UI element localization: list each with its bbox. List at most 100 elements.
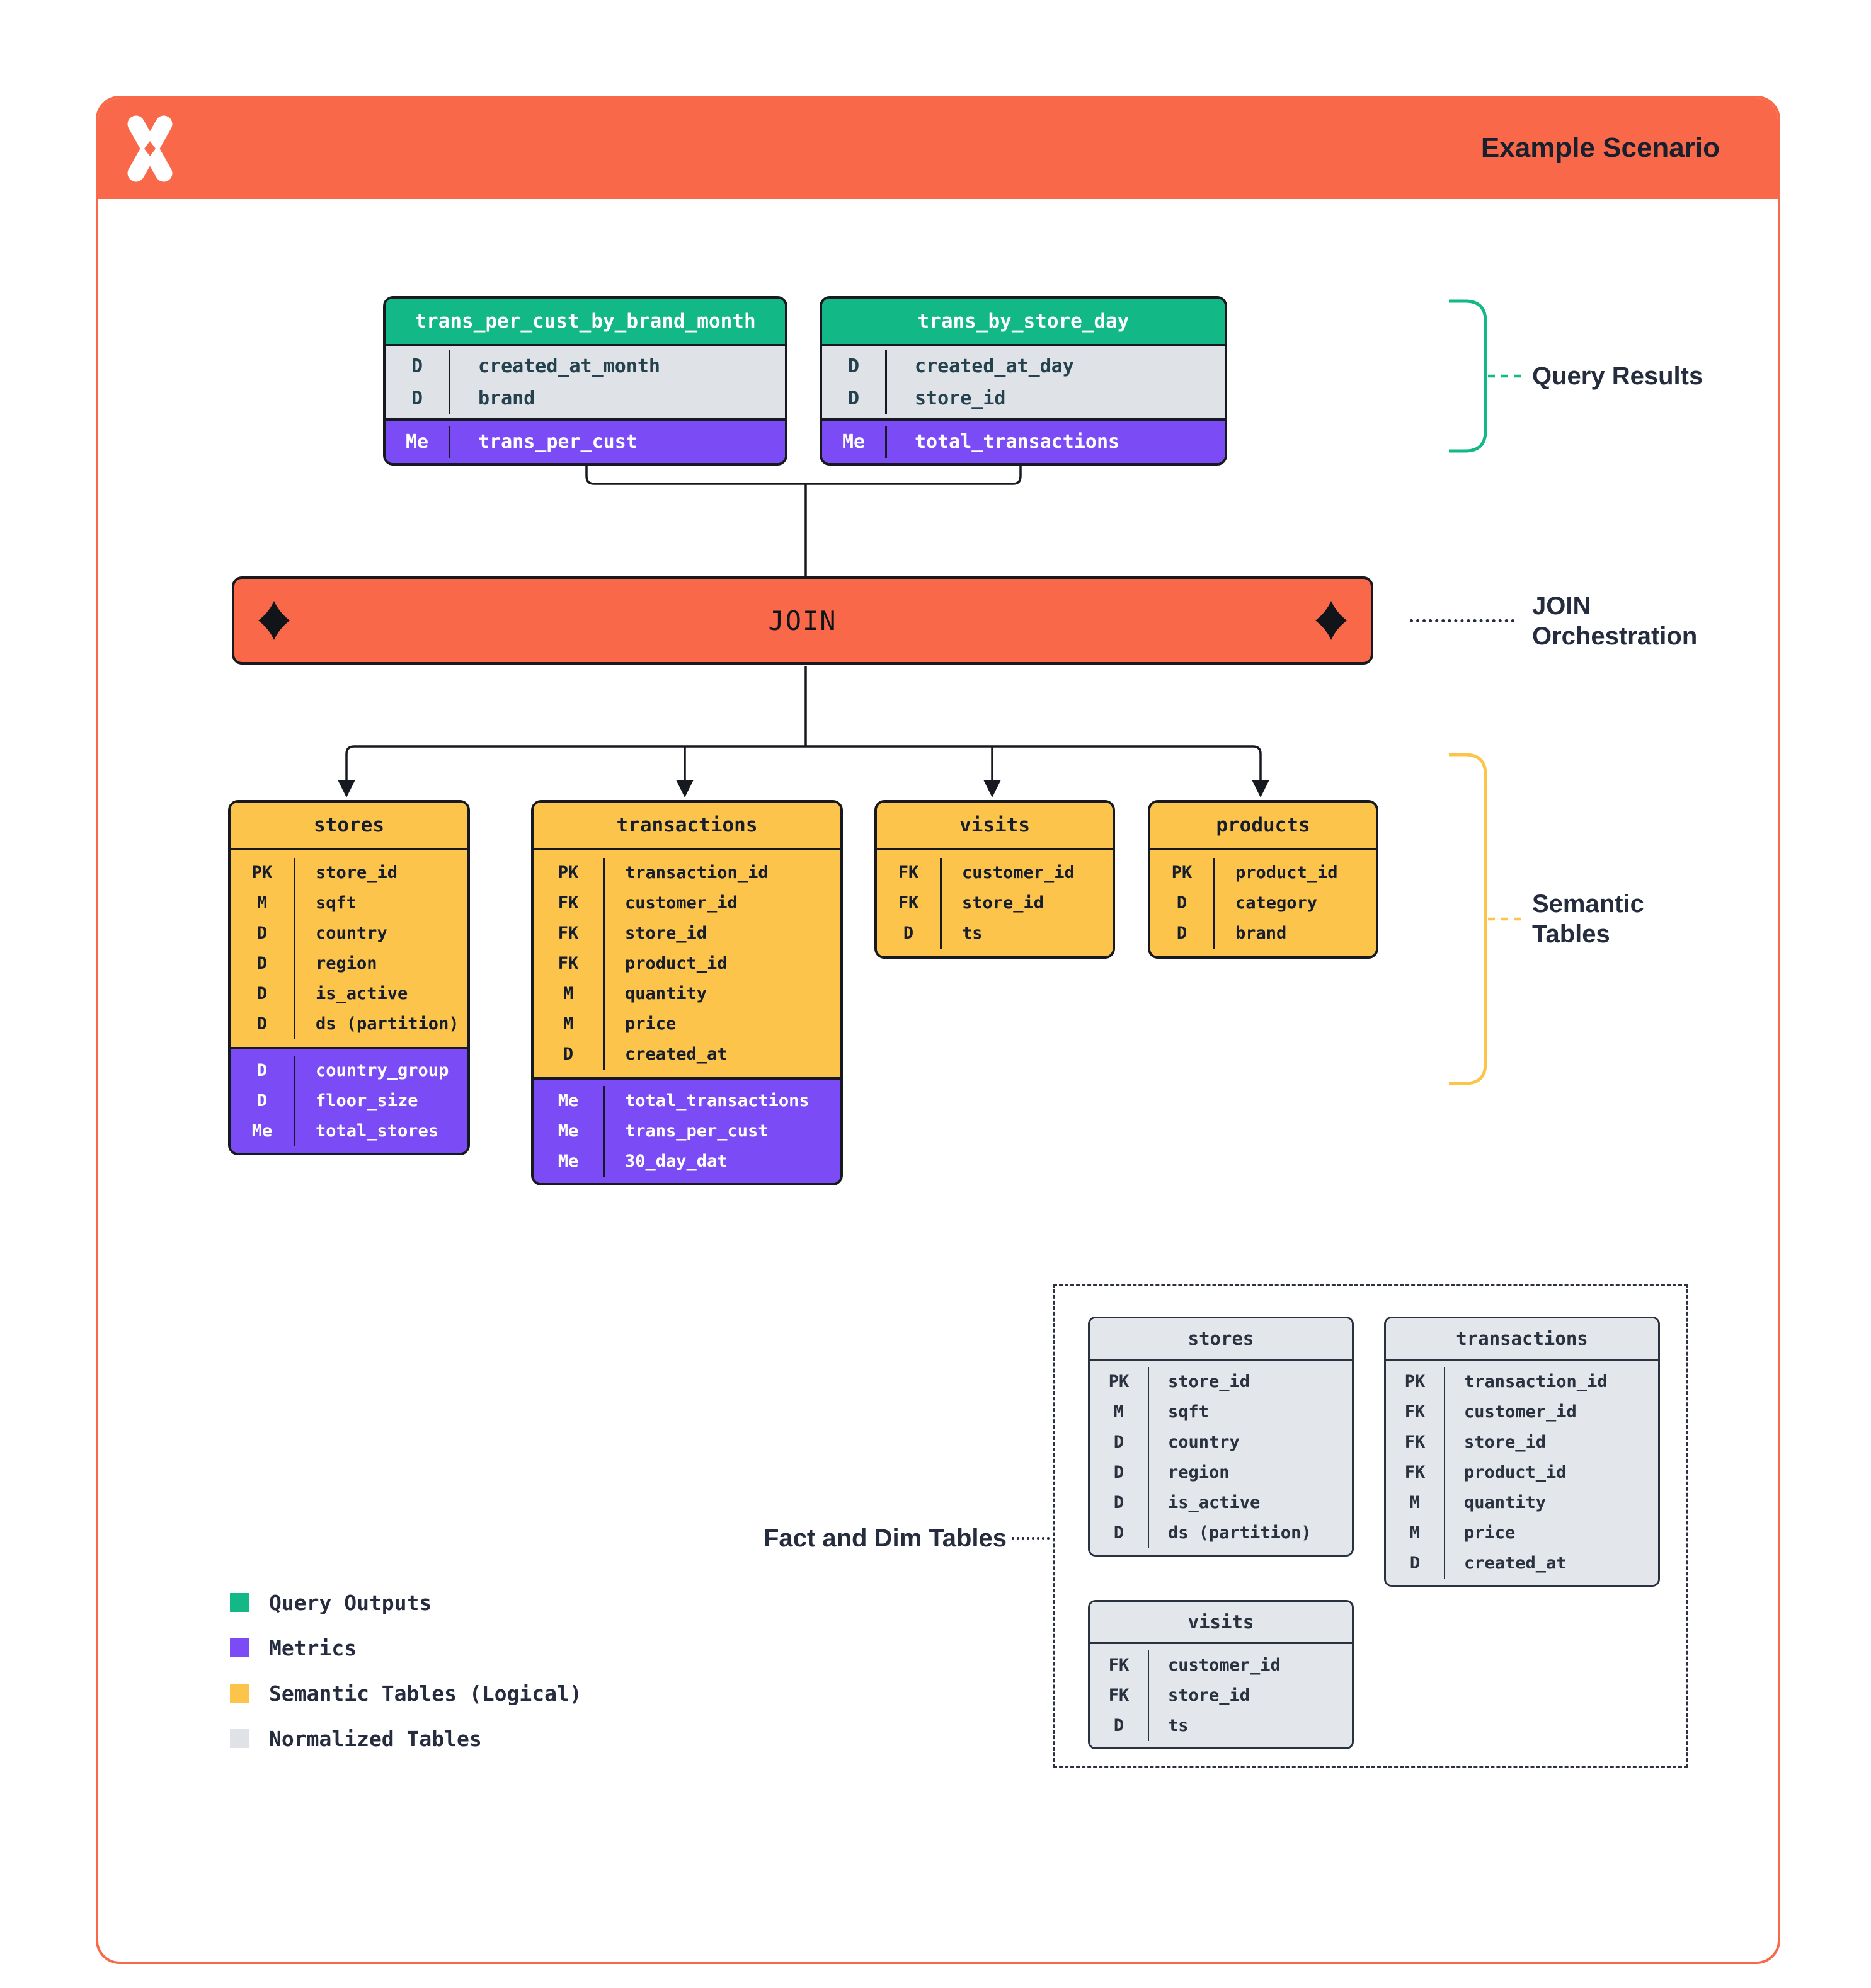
table-title: stores [231,803,467,850]
join-orchestration-connector [1410,619,1514,622]
row-value: customer_id [962,863,1075,883]
dimension-rows: D D created_at_day store_id [822,346,1225,418]
key-column: FK FK D [1090,1650,1149,1741]
row-key: D [256,923,268,943]
row-value: transaction_id [1464,1372,1608,1391]
legend-swatch-purple [230,1638,249,1657]
semantic-table-stores: stores PK M D D D D store_id sqft countr… [228,800,470,1155]
brand-x-logo-icon [127,115,173,182]
field-rows: PK M D D D D store_id sqft country regio… [1090,1361,1352,1555]
value-column: customer_id store_id ts [1149,1650,1352,1741]
join-orchestration-line1: JOIN [1532,592,1591,620]
row-key: D [256,1061,268,1080]
row-key: FK [558,923,579,943]
row-value: trans_per_cust [625,1121,769,1141]
row-value: sqft [316,893,357,913]
row-key: PK [1171,863,1193,883]
row-value: country [316,923,387,943]
row-value: customer_id [625,893,738,913]
row-key: D [256,1014,268,1034]
row-key: PK [1108,1372,1130,1391]
value-column: total_transactions trans_per_cust 30_day… [605,1086,840,1177]
query-results-label: Query Results [1532,362,1703,390]
key-column: Me [822,426,887,458]
normalized-table-visits: visits FK FK D customer_id store_id ts [1088,1600,1354,1749]
row-key: M [1409,1493,1421,1512]
table-title: visits [877,803,1113,850]
fact-dim-tables-label: Fact and Dim Tables [763,1524,1007,1552]
row-key: PK [558,863,579,883]
row-key: D [411,387,423,409]
dimension-rows: D D created_at_month brand [386,346,785,418]
row-value: store_id [1464,1432,1547,1452]
semantic-table-transactions: transactions PK FK FK FK M M D transacti… [531,800,843,1185]
row-key: FK [1108,1686,1130,1705]
row-key: Me [558,1091,579,1111]
key-column: PK FK FK FK M M D [1386,1367,1445,1579]
row-value: 30_day_dat [625,1151,728,1171]
key-column: PK M D D D D [231,858,295,1039]
row-value: transaction_id [625,863,769,883]
legend-label: Normalized Tables [269,1726,482,1751]
row-key: Me [842,431,866,453]
field-rows: PK FK FK FK M M D transaction_id custome… [1386,1361,1658,1585]
table-title: transactions [1386,1318,1658,1361]
row-key: Me [558,1121,579,1141]
row-key: Me [251,1121,273,1141]
sparkle-diamond-icon [258,601,290,640]
legend-item-metrics: Metrics [230,1636,357,1660]
join-orchestration-line2: Orchestration [1532,622,1698,650]
row-key: D [256,984,268,1003]
row-key: PK [251,863,273,883]
key-column: Me Me Me [534,1086,605,1177]
join-label: JOIN [768,605,837,636]
value-column: total_transactions [887,426,1225,458]
row-key: M [563,1014,574,1034]
row-value: sqft [1168,1402,1210,1422]
key-column: D D [386,350,450,414]
row-value: store_id [316,863,398,883]
row-key: D [256,1091,268,1111]
field-rows: PK D D product_id category brand [1150,850,1376,956]
result-table-trans-by-store-day: trans_by_store_day D D created_at_day st… [820,296,1227,466]
value-column: product_id category brand [1215,858,1376,949]
row-key: FK [558,893,579,913]
table-title: transactions [534,803,840,850]
row-value: country_group [316,1061,449,1080]
legend-label: Query Outputs [269,1590,432,1615]
row-value: quantity [625,984,707,1003]
value-column: customer_id store_id ts [942,858,1113,949]
field-rows: PK FK FK FK M M D transaction_id custome… [534,850,840,1077]
row-key: FK [1404,1463,1426,1482]
metric-rows: Me trans_per_cust [386,418,785,463]
table-title: trans_per_cust_by_brand_month [386,299,785,346]
table-title: products [1150,803,1376,850]
value-column: store_id sqft country region is_active d… [1149,1367,1352,1548]
metric-rows: Me Me Me total_transactions trans_per_cu… [534,1077,840,1183]
row-value: brand [1235,923,1287,943]
row-key: FK [1108,1655,1130,1675]
row-value: product_id [1235,863,1338,883]
row-key: Me [558,1151,579,1171]
row-value: total_transactions [915,431,1120,453]
row-value: customer_id [1464,1402,1577,1422]
row-key: D [1113,1432,1124,1452]
row-key: D [1176,893,1187,913]
fact-dim-tables-box [1053,1284,1688,1768]
row-value: created_at_month [478,355,660,377]
key-column: PK M D D D D [1090,1367,1149,1548]
row-key: FK [898,863,919,883]
row-value: created_at_day [915,355,1074,377]
row-key: FK [898,893,919,913]
semantic-tables-line1: Semantic [1532,890,1644,918]
row-key: D [1113,1463,1124,1482]
row-value: store_id [915,387,1006,409]
legend-item-query-outputs: Query Outputs [230,1590,432,1615]
row-value: created_at [1464,1553,1567,1573]
row-value: quantity [1464,1493,1547,1512]
table-title: trans_by_store_day [822,299,1225,346]
field-rows: PK M D D D D store_id sqft country regio… [231,850,467,1047]
row-key: D [1409,1553,1421,1573]
legend-swatch-green [230,1593,249,1612]
row-key: D [1113,1523,1124,1543]
